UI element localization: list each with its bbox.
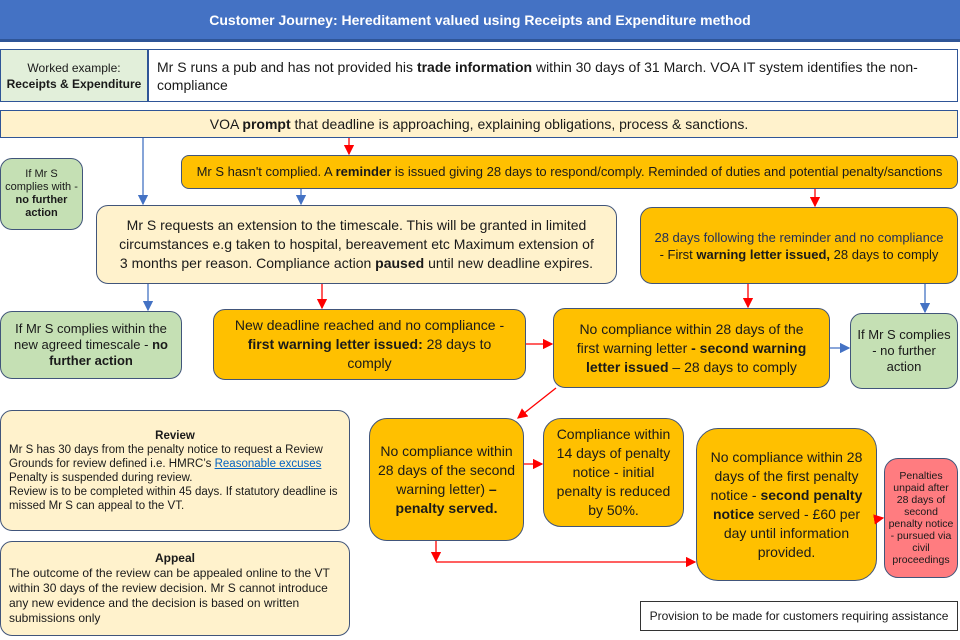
review-line: Review is to be completed within 45 days…: [9, 485, 338, 512]
second-warning-text: No compliance within 28 days of the firs…: [576, 320, 804, 356]
title-text: Customer Journey: Hereditament valued us…: [209, 11, 751, 28]
second-warning-box: No compliance within 28 days of the firs…: [553, 308, 830, 388]
reminder-text: Mr S hasn't complied. A: [196, 164, 336, 179]
review-line: Mr S has 30 days from the penalty notice…: [9, 443, 323, 456]
complies-no-action-box: If Mr S complies with - no further actio…: [0, 158, 83, 230]
scenario-bold: trade information: [416, 58, 533, 75]
page-title: Customer Journey: Hereditament valued us…: [0, 0, 960, 42]
review-heading: Review: [155, 429, 195, 442]
arrow-second-warning-to-penalty: [516, 387, 557, 419]
new-deadline-box: New deadline reached and no compliance -…: [213, 309, 526, 380]
first-warning-text: 28 days following the reminder and no co…: [654, 229, 944, 245]
scenario-box: Mr S runs a pub and has not provided his…: [148, 49, 958, 102]
appeal-heading: Appeal: [154, 551, 195, 565]
scenario-text: Mr S runs a pub and has not provided his: [157, 58, 417, 75]
reminder-text-end: is issued giving 28 days to respond/comp…: [391, 164, 943, 179]
worked-example-box: Worked example:Receipts & Expenditure: [0, 49, 148, 102]
second-penalty-text: No compliance within 28 days of the firs…: [710, 448, 863, 503]
complies-new-deadline-bold: no further action: [49, 337, 168, 368]
new-deadline-text-end: 28 days to comply: [347, 336, 492, 371]
appeal-text: The outcome of the review can be appeale…: [9, 566, 330, 625]
prompt-text: VOA: [209, 115, 243, 132]
complies-second-box: If Mr S complies - no further action: [850, 313, 958, 389]
extension-box: Mr S requests an extension to the timesc…: [96, 205, 617, 284]
provision-text: Provision to be made for customers requi…: [649, 608, 949, 623]
complies-bold: no further action: [15, 194, 68, 219]
complies-second-text: If Mr S complies - no further action: [857, 327, 951, 374]
first-warning-text-end: 28 days to comply: [830, 246, 939, 262]
appeal-box: Appeal The outcome of the review can be …: [0, 541, 350, 636]
review-box: Review Mr S has 30 days from the penalty…: [0, 410, 350, 531]
second-warning-text-end: – 28 days to comply: [668, 358, 797, 375]
worked-example-method: Receipts & Expenditure: [6, 76, 142, 91]
review-line: Grounds for review defined i.e. HMRC’s: [9, 457, 215, 470]
penalties-civil-text: Penalties unpaid after 28 days of second…: [888, 470, 954, 566]
penalty-served-box: No compliance within 28 days of the seco…: [369, 418, 524, 541]
penalty-served-text: No compliance within 28 days of the seco…: [378, 442, 515, 497]
prompt-bold: prompt: [242, 115, 291, 132]
reminder-box: Mr S hasn't complied. A reminder is issu…: [181, 155, 958, 189]
complies-new-deadline-text: If Mr S complies within the new agreed t…: [14, 321, 167, 352]
extension-text-end: until new deadline expires.: [424, 255, 594, 271]
review-line: Penalty is suspended during review.: [9, 471, 193, 484]
first-warning-bold: warning letter issued,: [696, 246, 831, 262]
second-penalty-box: No compliance within 28 days of the firs…: [696, 428, 877, 581]
compliance-14-days-box: Compliance within 14 days of penalty not…: [543, 418, 684, 527]
arrow-second-penalty-to-civil: [873, 514, 885, 525]
new-deadline-bold: first warning letter issued:: [247, 336, 423, 352]
first-warning-after-reminder-box: 28 days following the reminder and no co…: [640, 207, 958, 284]
first-warning-text-2: - First: [659, 246, 697, 262]
second-penalty-text-end: served - £60 per day until information p…: [723, 505, 861, 560]
penalties-civil-box: Penalties unpaid after 28 days of second…: [884, 458, 958, 578]
compliance-14-text: Compliance within 14 days of penalty not…: [556, 426, 671, 518]
complies-new-deadline-box: If Mr S complies within the new agreed t…: [0, 311, 182, 379]
extension-text: Mr S requests an extension to the timesc…: [119, 217, 594, 271]
second-penalty-bold: second penalty notice: [712, 486, 863, 522]
extension-bold: paused: [375, 255, 425, 271]
new-deadline-text: New deadline reached and no compliance -: [234, 317, 505, 333]
reasonable-excuses-link[interactable]: Reasonable excuses: [214, 457, 322, 470]
reminder-bold: reminder: [335, 164, 392, 179]
penalty-served-bold: – penalty served.: [395, 480, 498, 516]
scenario-text-end: within 30 days of 31 March. VOA IT syste…: [157, 58, 918, 93]
complies-text: If Mr S complies with -: [5, 168, 78, 193]
second-warning-bold: - second warning letter issued: [586, 339, 807, 375]
provision-note: Provision to be made for customers requi…: [640, 601, 958, 631]
worked-example-label: Worked example:: [27, 60, 121, 75]
prompt-bar: VOA prompt that deadline is approaching,…: [0, 110, 958, 138]
prompt-text-end: that deadline is approaching, explaining…: [290, 115, 749, 132]
